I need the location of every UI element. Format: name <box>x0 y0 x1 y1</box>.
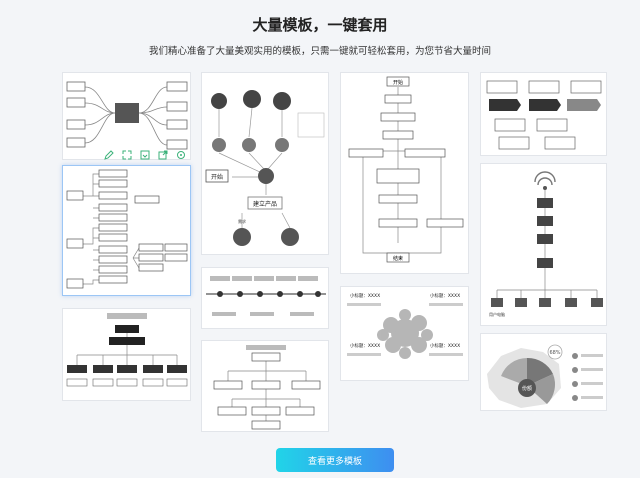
template-card-bubbles[interactable]: 小标题：XXXX 小标题：XXXX 小标题：XXXX 小标题：XXXX <box>340 286 469 381</box>
bubble-title-4: 小标题：XXXX <box>430 342 460 349</box>
hierarchy-thumbnail <box>213 345 321 430</box>
flow-end-label: 结束 <box>393 255 403 262</box>
mindmap-thumbnail <box>66 81 188 150</box>
timeline-thumbnail <box>206 276 326 316</box>
template-card-steps[interactable] <box>480 72 607 156</box>
network-user-label: 用户电脑 <box>489 311 505 317</box>
page-subtitle: 我们精心准备了大量美观实用的模板，只需一键就可轻松套用，为您节省大量时间 <box>148 46 491 57</box>
bubbles-thumbnail: 小标题：XXXX 小标题：XXXX 小标题：XXXX 小标题：XXXX <box>347 292 463 359</box>
flow-start-label: 开始 <box>393 79 403 86</box>
bubble-title-2: 小标题：XXXX <box>430 292 460 299</box>
template-card-hierarchy[interactable] <box>201 340 329 432</box>
expand-icon[interactable] <box>121 149 133 161</box>
network-thumbnail: 用户电脑 <box>489 171 603 317</box>
template-toolbar <box>100 147 190 163</box>
download-icon[interactable] <box>139 149 151 161</box>
template-card-network[interactable]: 用户电脑 <box>480 163 607 326</box>
start-label: 开始 <box>211 173 223 181</box>
bubble-title-3: 小标题：XXXX <box>350 342 380 349</box>
edit-icon[interactable] <box>103 149 115 161</box>
process-thumbnail: 开始 建立产品 需求 <box>205 90 325 246</box>
map-percent-label: 68% <box>549 350 560 356</box>
org-thumbnail <box>66 313 188 387</box>
settings-icon[interactable] <box>175 149 187 161</box>
tree-thumbnail <box>66 169 188 289</box>
template-card-mindmap[interactable] <box>62 72 191 160</box>
view-more-templates-button[interactable]: 查看更多模板 <box>276 448 394 472</box>
flow-thumbnail: 开始 结束 <box>348 76 464 263</box>
bubble-title-1: 小标题：XXXX <box>350 292 380 299</box>
share-icon[interactable] <box>157 149 169 161</box>
build-label: 建立产品 <box>253 200 277 208</box>
map-thumbnail: 份额 68% <box>487 344 603 408</box>
request-label: 需求 <box>238 218 246 224</box>
page-title: 大量模板，一键套用 <box>252 16 388 34</box>
template-card-org[interactable] <box>62 308 191 401</box>
template-card-timeline[interactable] <box>201 267 329 329</box>
template-card-process[interactable]: 开始 建立产品 需求 <box>201 72 329 255</box>
template-card-flow[interactable]: 开始 结束 <box>340 72 469 274</box>
steps-thumbnail <box>486 80 602 150</box>
template-card-tree[interactable] <box>62 165 191 296</box>
map-share-label: 份额 <box>522 385 532 392</box>
template-card-map[interactable]: 份额 68% <box>480 333 607 411</box>
